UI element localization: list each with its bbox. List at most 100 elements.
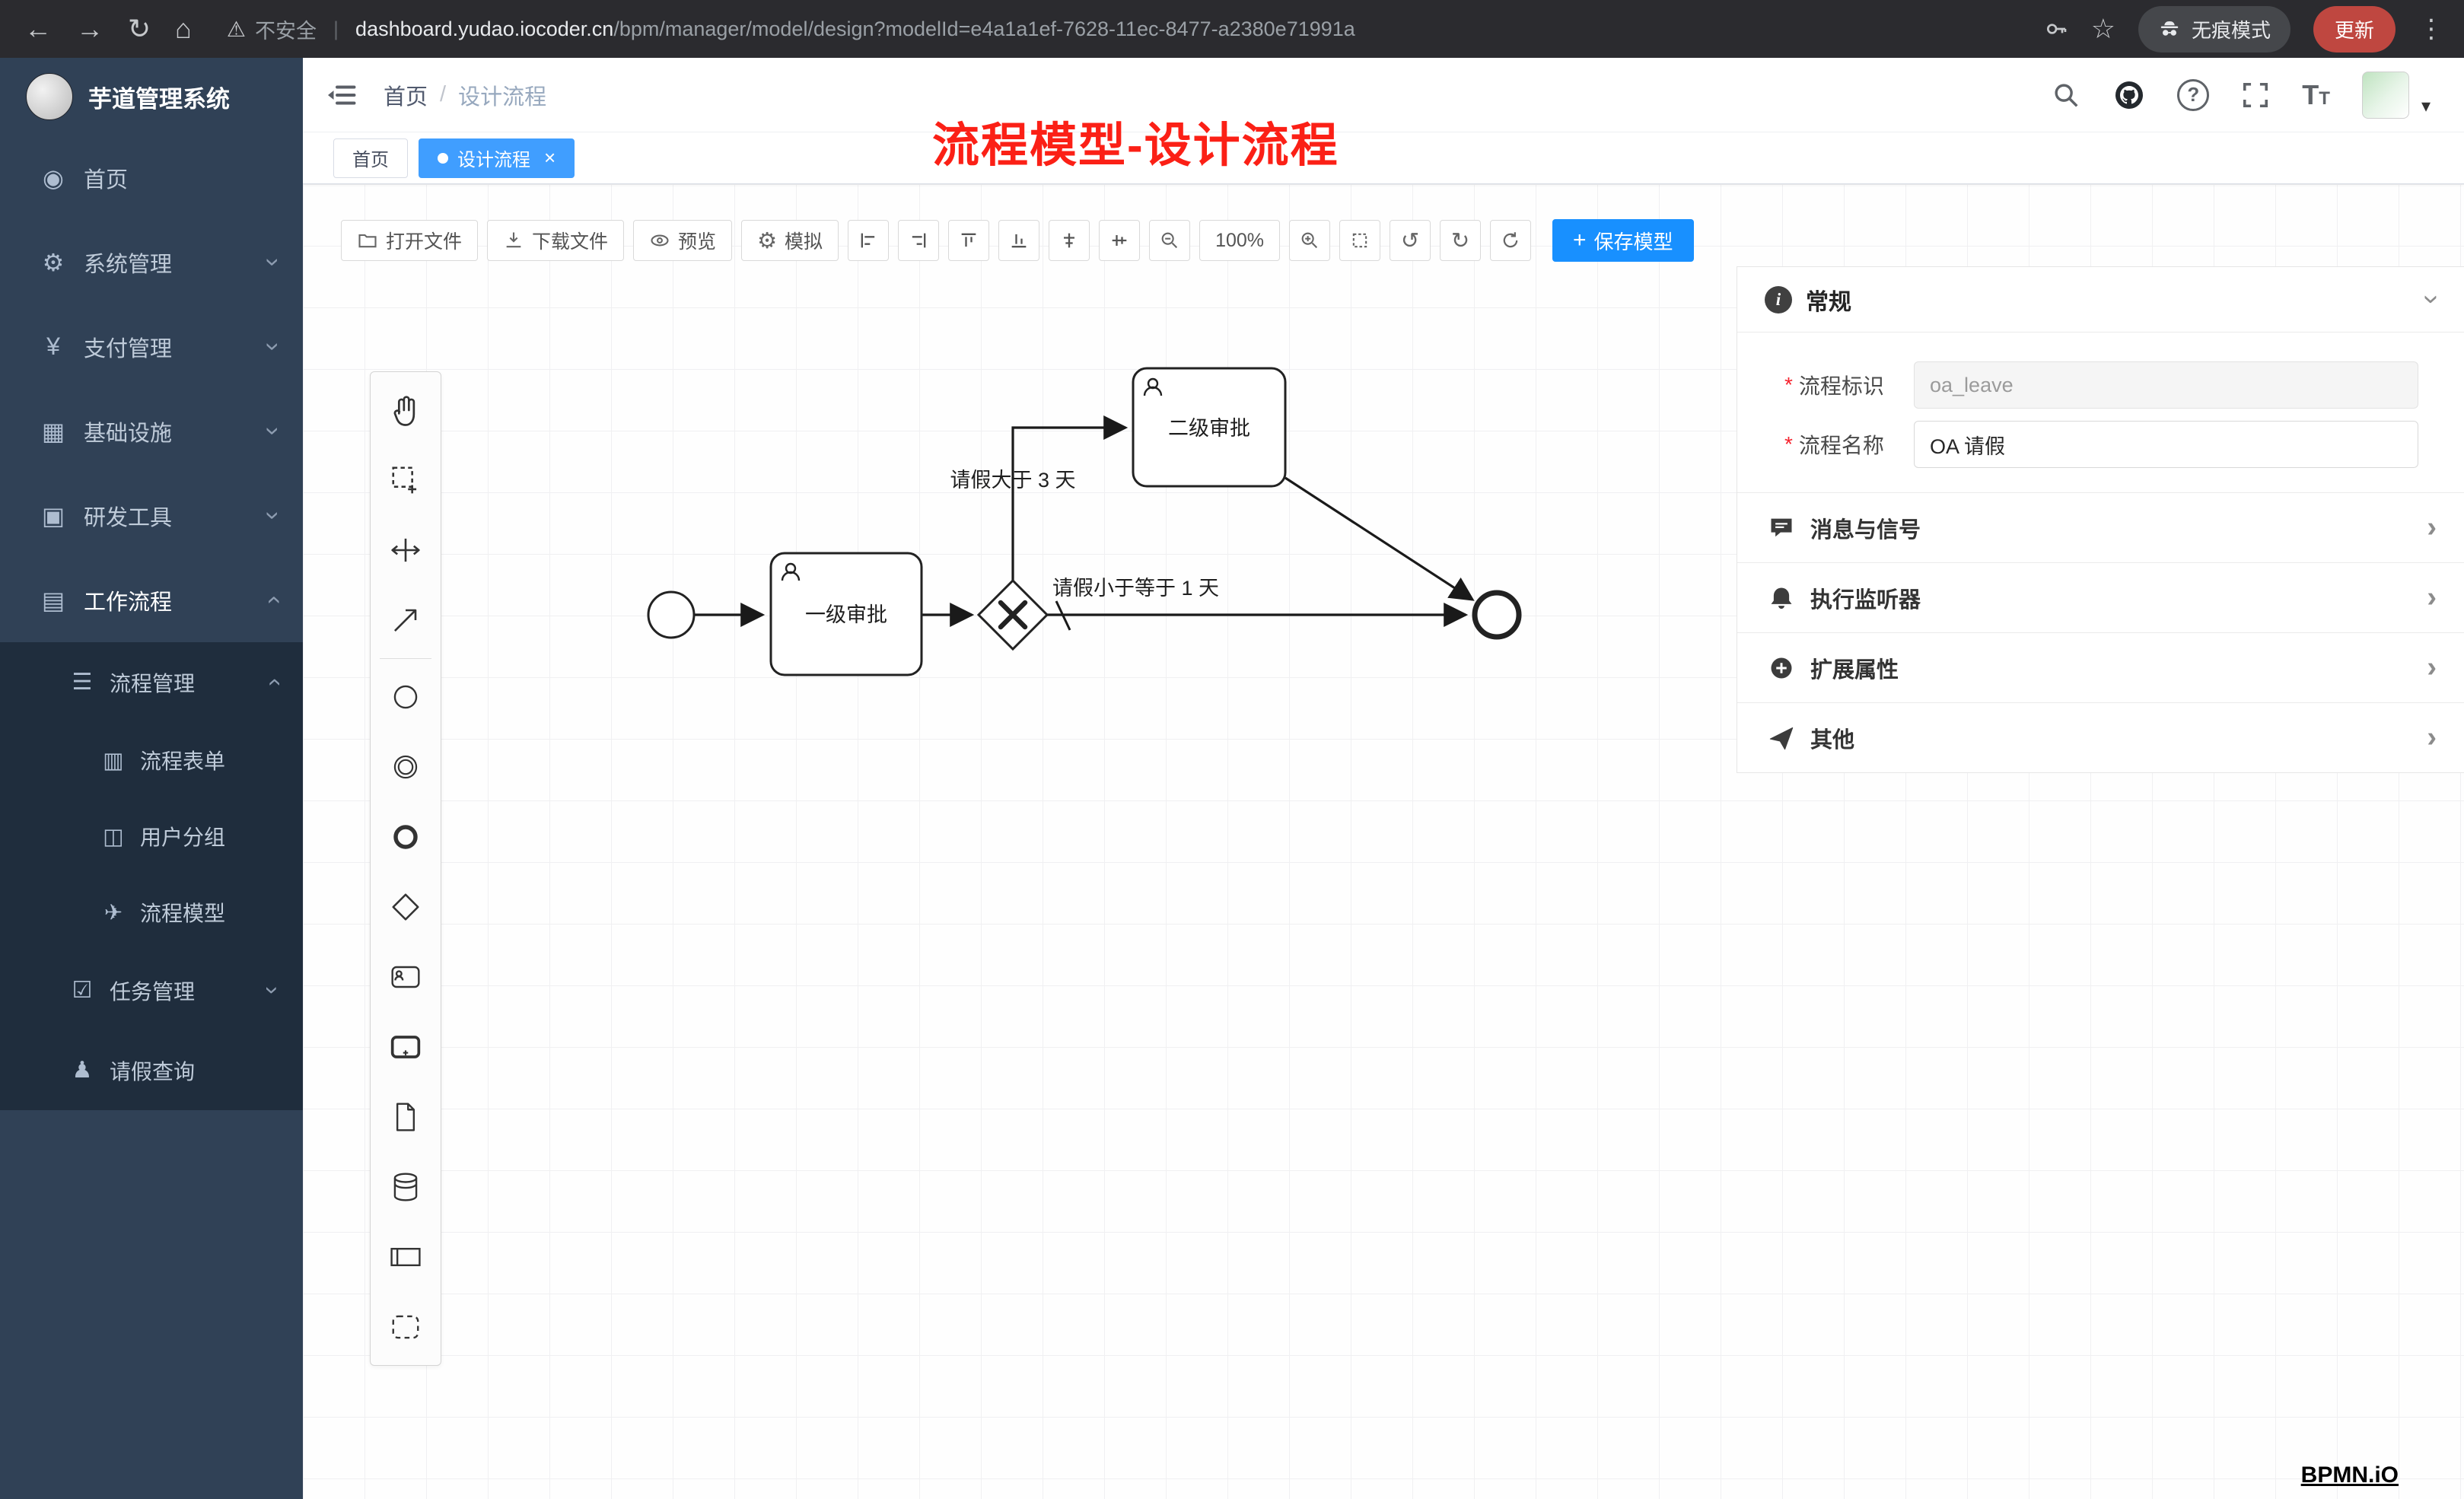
sidebar-fold-icon[interactable] xyxy=(326,79,358,111)
tab-design-process[interactable]: 设计流程 × xyxy=(419,138,575,178)
avatar-caret-icon[interactable]: ▾ xyxy=(2421,95,2431,116)
create-end-event[interactable] xyxy=(371,802,441,872)
logo-avatar xyxy=(26,73,73,120)
chevron-right-icon: › xyxy=(2427,511,2437,543)
message-icon xyxy=(1765,514,1798,542)
gateway-node[interactable] xyxy=(976,578,1049,651)
sidebar-item-label: 流程管理 xyxy=(110,671,196,695)
end-event-node[interactable] xyxy=(1472,590,1522,640)
sidebar-item-process-mgmt[interactable]: ☰ 流程管理 › xyxy=(0,642,303,722)
tab-home[interactable]: 首页 xyxy=(333,138,408,178)
group-icon xyxy=(392,1315,419,1339)
section-messages-signals[interactable]: 消息与信号 › xyxy=(1737,492,2464,562)
section-execution-listeners[interactable]: 执行监听器 › xyxy=(1737,562,2464,632)
simulate-button[interactable]: ⚙ 模拟 xyxy=(741,220,839,261)
github-icon[interactable] xyxy=(2113,79,2145,111)
preview-button[interactable]: 预览 xyxy=(633,220,733,261)
breadcrumb-home[interactable]: 首页 xyxy=(384,84,428,110)
create-call-activity[interactable] xyxy=(371,1012,441,1082)
task2-node[interactable]: 二级审批 xyxy=(1132,367,1287,488)
zoom-out-icon xyxy=(1161,232,1178,249)
sidebar-item-payment[interactable]: ¥ 支付管理 › xyxy=(0,304,303,389)
align-center-horizontal-button[interactable] xyxy=(1049,220,1090,261)
align-left-button[interactable] xyxy=(848,220,890,261)
app-logo[interactable]: 芋道管理系统 xyxy=(0,58,303,135)
space-tool[interactable] xyxy=(371,515,441,585)
main-header: 首页 / 设计流程 ? TT ▾ xyxy=(303,58,2464,132)
sidebar-item-process-form[interactable]: ▥ 流程表单 xyxy=(0,722,303,798)
redo-button[interactable]: ↻ xyxy=(1440,220,1482,261)
back-button[interactable]: ← xyxy=(24,13,52,44)
general-section-header[interactable]: i 常规 › xyxy=(1737,267,2464,333)
flow-label-gt[interactable]: 请假大于 3 天 xyxy=(950,469,1075,492)
fullscreen-icon[interactable] xyxy=(2241,81,2270,110)
align-bottom-button[interactable] xyxy=(998,220,1040,261)
create-start-event[interactable] xyxy=(371,662,441,732)
align-center-vertical-button[interactable] xyxy=(1099,220,1141,261)
section-other[interactable]: 其他 › xyxy=(1737,702,2464,772)
sidebar-item-user-group[interactable]: ◫ 用户分组 xyxy=(0,798,303,874)
start-event-node[interactable] xyxy=(647,590,696,639)
create-data-store[interactable] xyxy=(371,1152,441,1222)
create-data-object[interactable] xyxy=(371,1082,441,1152)
undo-button[interactable]: ↺ xyxy=(1390,220,1431,261)
hand-tool[interactable] xyxy=(371,375,441,445)
key-icon[interactable] xyxy=(2044,17,2068,41)
section-extended-attributes[interactable]: 扩展属性 › xyxy=(1737,632,2464,702)
home-button[interactable]: ⌂ xyxy=(175,13,192,44)
sidebar-item-home[interactable]: ◉ 首页 xyxy=(0,135,303,220)
end-event-icon xyxy=(393,825,418,849)
create-group[interactable] xyxy=(371,1292,441,1362)
create-participant[interactable] xyxy=(371,1222,441,1292)
flow-task2-to-end[interactable] xyxy=(1285,476,1475,601)
help-icon[interactable]: ? xyxy=(2177,78,2210,111)
zoom-reset-button[interactable] xyxy=(1339,220,1381,261)
lasso-tool[interactable] xyxy=(371,445,441,515)
incognito-badge: 无痕模式 xyxy=(2138,5,2291,53)
sidebar-item-workflow[interactable]: ▤ 工作流程 › xyxy=(0,558,303,642)
font-size-icon[interactable]: TT xyxy=(2302,79,2330,111)
user-avatar[interactable] xyxy=(2361,71,2409,119)
designer-toolbar: 打开文件 下载文件 预览 ⚙ 模拟 xyxy=(341,219,1694,262)
download-file-button[interactable]: 下载文件 xyxy=(487,220,625,261)
process-name-input[interactable] xyxy=(1914,421,2418,468)
bpmn-canvas[interactable]: 打开文件 下载文件 预览 ⚙ 模拟 xyxy=(303,184,2464,1499)
sidebar-item-task-mgmt[interactable]: ☑ 任务管理 › xyxy=(0,950,303,1030)
flow-label-le[interactable]: 请假小于等于 1 天 xyxy=(1052,577,1219,600)
url-bar[interactable]: ⚠ 不安全 | dashboard.yudao.iocoder.cn/bpm/m… xyxy=(227,14,1355,44)
flow-gateway-to-task2[interactable] xyxy=(1011,415,1129,581)
zoom-level[interactable]: 100% xyxy=(1199,220,1281,261)
start-event-icon xyxy=(393,685,418,709)
sidebar-item-process-model[interactable]: ✈ 流程模型 xyxy=(0,874,303,950)
update-button[interactable]: 更新 xyxy=(2313,5,2396,53)
open-file-button[interactable]: 打开文件 xyxy=(341,220,479,261)
menu-kebab-icon[interactable]: ⋮ xyxy=(2418,14,2444,43)
bpmn-io-watermark[interactable]: BPMN.iO xyxy=(2300,1462,2399,1488)
url-path: /bpm/manager/model/design?modelId=e4a1a1… xyxy=(613,17,1355,40)
create-intermediate-event[interactable] xyxy=(371,732,441,802)
create-gateway[interactable] xyxy=(371,872,441,942)
process-key-input[interactable] xyxy=(1914,361,2418,409)
zoom-in-button[interactable] xyxy=(1289,220,1331,261)
task1-node[interactable]: 一级审批 xyxy=(769,552,923,676)
bookmark-star-icon[interactable]: ☆ xyxy=(2090,13,2115,44)
reload-button[interactable]: ↻ xyxy=(128,13,151,44)
align-right-button[interactable] xyxy=(898,220,940,261)
zoom-out-button[interactable] xyxy=(1149,220,1191,261)
sidebar-item-system[interactable]: ⚙ 系统管理 › xyxy=(0,220,303,304)
sidebar-item-devtools[interactable]: ▣ 研发工具 › xyxy=(0,473,303,558)
sidebar-item-infra[interactable]: ▦ 基础设施 › xyxy=(0,389,303,473)
sidebar-item-label: 工作流程 xyxy=(84,590,173,615)
tab-close-icon[interactable]: × xyxy=(544,146,556,169)
search-icon[interactable] xyxy=(2051,80,2081,110)
create-user-task[interactable] xyxy=(371,942,441,1012)
sidebar-item-leave-query[interactable]: ♟ 请假查询 xyxy=(0,1030,303,1110)
task2-label: 二级审批 xyxy=(1168,417,1250,440)
forward-button[interactable]: → xyxy=(76,13,103,44)
workflow-submenu: ☰ 流程管理 › ▥ 流程表单 ◫ 用户分组 ✈ 流程模型 ☑ 任务管理 › xyxy=(0,642,303,1110)
save-model-button[interactable]: + 保存模型 xyxy=(1552,219,1694,262)
global-connect-tool[interactable] xyxy=(371,585,441,655)
user-icon xyxy=(781,562,801,581)
align-top-button[interactable] xyxy=(948,220,990,261)
restart-button[interactable] xyxy=(1490,220,1532,261)
